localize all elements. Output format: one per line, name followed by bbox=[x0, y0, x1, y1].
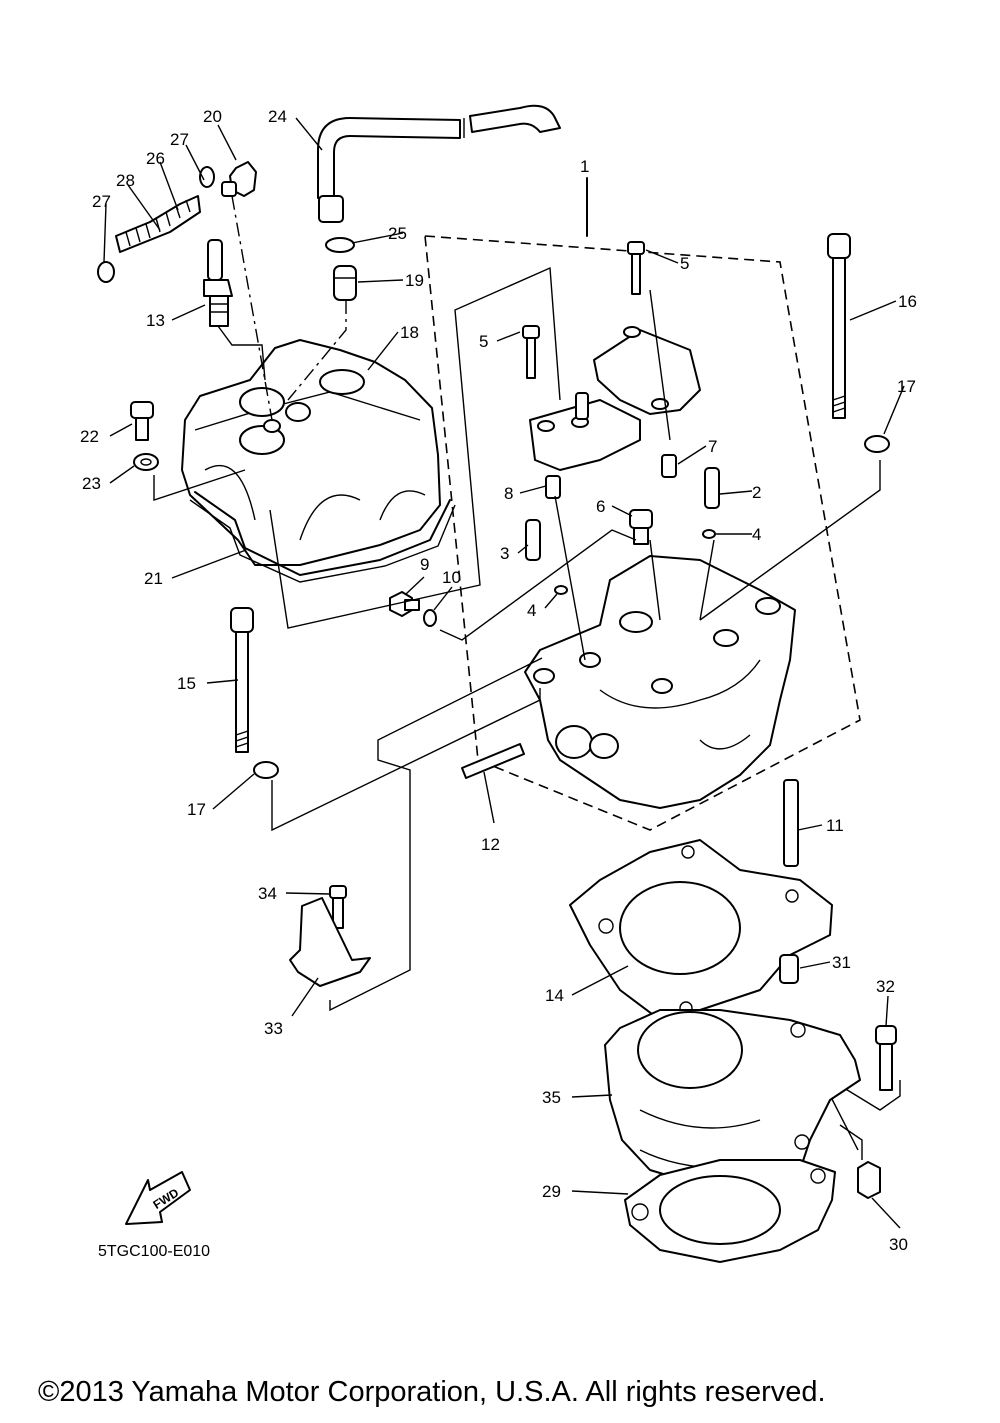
cam-caps bbox=[529, 326, 701, 471]
callout-34: 34 bbox=[258, 884, 277, 903]
cylinder-stud bbox=[783, 779, 799, 867]
hose-clip bbox=[325, 237, 355, 253]
diagram-code: 5TGC100-E010 bbox=[98, 1243, 210, 1260]
callout-32: 32 bbox=[876, 977, 895, 996]
dowel-31 bbox=[779, 954, 799, 984]
callout-10: 10 bbox=[442, 568, 461, 587]
callout-labels: 1 2 3 4 4 5 5 6 7 8 9 10 11 12 13 14 15 … bbox=[80, 107, 917, 1254]
head-cover bbox=[181, 339, 441, 566]
callout-31: 31 bbox=[832, 953, 851, 972]
callout-3: 3 bbox=[500, 544, 509, 563]
callout-13: 13 bbox=[146, 311, 165, 330]
callout-9: 9 bbox=[420, 555, 429, 574]
assembly-lines bbox=[153, 195, 901, 1160]
callout-26: 26 bbox=[146, 149, 165, 168]
callout-29: 29 bbox=[542, 1182, 561, 1201]
callout-27b: 27 bbox=[92, 192, 111, 211]
head-bolts bbox=[230, 233, 890, 779]
cylinder bbox=[604, 1009, 861, 1191]
callout-14: 14 bbox=[545, 986, 564, 1005]
callout-15: 15 bbox=[177, 674, 196, 693]
forward-arrow: FWD bbox=[125, 1171, 191, 1225]
plug-bolt bbox=[389, 591, 437, 627]
spark-plug bbox=[203, 239, 233, 327]
callout-28: 28 bbox=[116, 171, 135, 190]
callout-5a: 5 bbox=[680, 254, 689, 273]
head-cover-gasket bbox=[189, 491, 456, 583]
callout-leaders bbox=[103, 117, 905, 1229]
nut-30 bbox=[857, 1161, 881, 1199]
callout-33: 33 bbox=[264, 1019, 283, 1038]
assembly-boundary-1 bbox=[424, 177, 861, 831]
callout-2: 2 bbox=[752, 483, 761, 502]
dowel-pins bbox=[525, 454, 720, 561]
callout-17b: 17 bbox=[187, 800, 206, 819]
elbow-fitting bbox=[221, 161, 257, 197]
callout-5b: 5 bbox=[479, 332, 488, 351]
bolt-6 bbox=[629, 509, 653, 545]
callout-8: 8 bbox=[504, 484, 513, 503]
callout-12: 12 bbox=[481, 835, 500, 854]
o-rings bbox=[554, 529, 716, 595]
breather-fitting bbox=[333, 265, 357, 301]
callout-17a: 17 bbox=[897, 377, 916, 396]
bolt-32 bbox=[875, 1025, 897, 1091]
callout-20: 20 bbox=[203, 107, 222, 126]
breather-hose bbox=[317, 104, 561, 223]
callout-27a: 27 bbox=[170, 130, 189, 149]
callout-4a: 4 bbox=[752, 525, 761, 544]
cylinder-head bbox=[524, 555, 796, 809]
cover-bolt bbox=[130, 401, 159, 471]
cylinder-base-gasket bbox=[624, 1159, 836, 1263]
callout-11: 11 bbox=[826, 816, 844, 835]
callout-18: 18 bbox=[400, 323, 419, 342]
callout-30: 30 bbox=[889, 1235, 908, 1254]
callout-25: 25 bbox=[388, 224, 407, 243]
callout-6: 6 bbox=[596, 497, 605, 516]
callout-35: 35 bbox=[542, 1088, 561, 1107]
callout-24: 24 bbox=[268, 107, 287, 126]
cam-cap-bolts bbox=[522, 241, 645, 379]
callout-7: 7 bbox=[708, 437, 717, 456]
plug-cap-boot bbox=[97, 166, 215, 283]
callout-16: 16 bbox=[898, 292, 917, 311]
cable-bracket bbox=[289, 885, 371, 987]
exhaust-stud bbox=[461, 743, 525, 779]
callout-1: 1 bbox=[580, 157, 589, 176]
callout-22: 22 bbox=[80, 427, 99, 446]
callout-23: 23 bbox=[82, 474, 101, 493]
callout-21: 21 bbox=[144, 569, 163, 588]
callout-19: 19 bbox=[405, 271, 424, 290]
callout-4b: 4 bbox=[527, 601, 536, 620]
copyright-notice: ©2013 Yamaha Motor Corporation, U.S.A. A… bbox=[38, 1376, 826, 1408]
